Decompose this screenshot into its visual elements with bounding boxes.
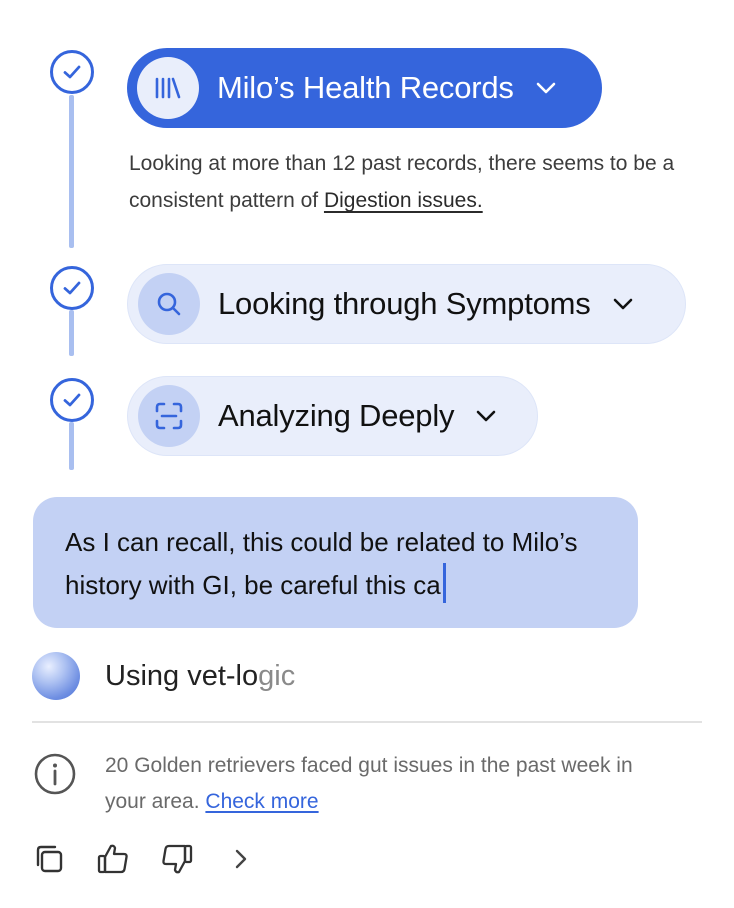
step-pill-symptoms[interactable]: Looking through Symptoms — [127, 264, 686, 344]
reply-text: As I can recall, this could be related t… — [65, 527, 578, 600]
info-note: 20 Golden retrievers faced gut issues in… — [105, 748, 665, 820]
thumbs-up-button[interactable] — [96, 842, 130, 876]
check-more-link[interactable]: Check more — [205, 790, 319, 813]
typing-caret — [442, 563, 446, 603]
step-description: Looking at more than 12 past records, th… — [129, 145, 689, 219]
step-label: Looking through Symptoms — [218, 286, 591, 321]
chevron-down-icon[interactable] — [613, 298, 633, 310]
thumbs-up-icon — [97, 844, 128, 874]
timeline-connector-3 — [69, 422, 74, 470]
copy-icon — [36, 845, 63, 873]
step-complete-check-icon — [50, 378, 94, 422]
agent-avatar — [32, 652, 80, 700]
step-complete-check-icon — [50, 50, 94, 94]
divider — [32, 721, 702, 723]
chevron-right-icon — [235, 849, 247, 869]
agent-status-fade-text: gic — [258, 660, 296, 692]
search-icon — [138, 273, 200, 335]
info-icon — [33, 752, 77, 801]
digestion-issues-link[interactable]: Digestion issues. — [323, 189, 483, 212]
agent-status: Using vet-logic — [105, 660, 295, 693]
step-label: Analyzing Deeply — [218, 398, 455, 433]
timeline-connector-1 — [69, 95, 74, 248]
records-icon — [137, 57, 199, 119]
scan-icon — [138, 385, 200, 447]
timeline-connector-2 — [69, 310, 74, 356]
step-pill-analyzing[interactable]: Analyzing Deeply — [127, 376, 538, 456]
assistant-reply-bubble: As I can recall, this could be related t… — [33, 497, 638, 628]
step-description-text: Looking at more than 12 past records, th… — [129, 152, 675, 212]
copy-button[interactable] — [32, 842, 66, 876]
message-actions — [32, 842, 288, 876]
step-pill-health-records[interactable]: Milo’s Health Records — [127, 48, 602, 128]
chevron-down-icon[interactable] — [536, 82, 556, 94]
step-complete-check-icon — [50, 266, 94, 310]
chevron-down-icon[interactable] — [476, 410, 496, 422]
info-note-text: 20 Golden retrievers faced gut issues in… — [105, 754, 633, 813]
thumbs-down-button[interactable] — [160, 842, 194, 876]
step-label: Milo’s Health Records — [217, 70, 514, 105]
more-button[interactable] — [224, 842, 258, 876]
thumbs-down-icon — [162, 844, 193, 874]
agent-status-text: Using vet-lo — [105, 660, 259, 692]
